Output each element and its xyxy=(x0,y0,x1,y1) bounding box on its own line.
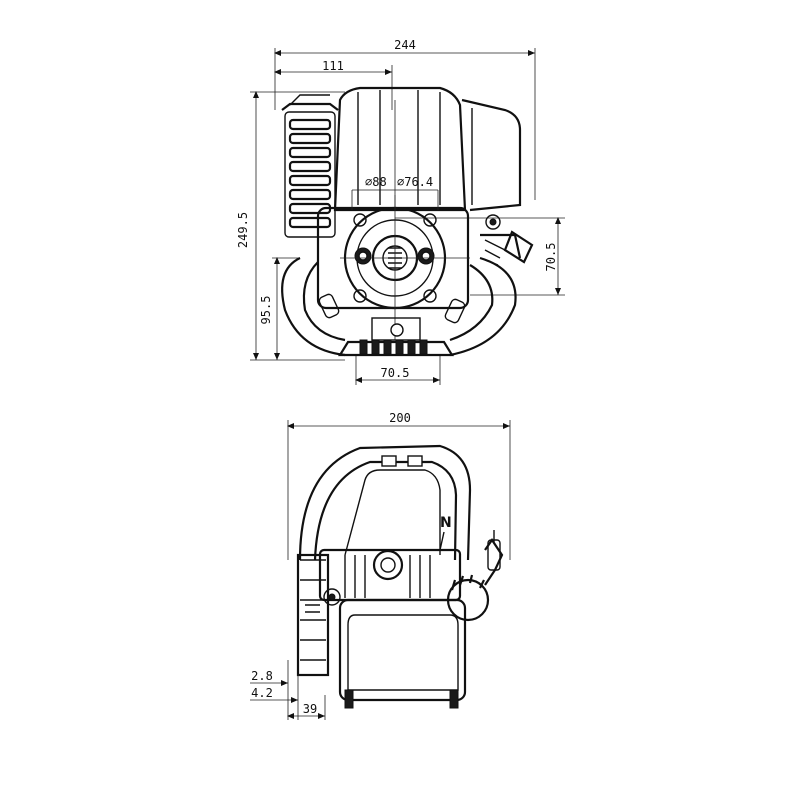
dim-label-39: 39 xyxy=(303,702,317,716)
direction-arrow xyxy=(439,531,445,551)
handle-loop xyxy=(298,444,472,561)
spark-plug-cap xyxy=(446,530,504,622)
base-foot xyxy=(338,317,454,357)
dim-overall-width-244: 244 xyxy=(274,38,536,200)
dim-base-width-70-5: 70.5 xyxy=(355,355,441,385)
dim-lower-height-95-5: 95.5 xyxy=(259,257,300,360)
left-fittings xyxy=(305,588,341,613)
dim-label-d76-4: ⌀76.4 xyxy=(397,175,433,189)
dim-label-2-8: 2.8 xyxy=(251,669,273,683)
side-fittings xyxy=(480,214,534,266)
engine-body xyxy=(333,86,522,212)
dim-side-height-70-5: 70.5 xyxy=(395,217,565,296)
engine-body-side xyxy=(296,548,462,677)
fuel-tank xyxy=(338,598,467,709)
dim-label-70-5-base: 70.5 xyxy=(381,366,410,380)
dim-label-111: 111 xyxy=(322,59,344,73)
side-view: 200 N xyxy=(250,411,511,720)
dim-label-244: 244 xyxy=(394,38,416,52)
direction-letter-n: N xyxy=(440,515,452,531)
dim-label-d88: ⌀88 xyxy=(365,175,387,189)
recoil-starter xyxy=(316,195,470,340)
diameter-labels: ⌀88 ⌀76.4 xyxy=(351,175,439,210)
dim-label-95-5: 95.5 xyxy=(259,296,273,325)
fin-slots xyxy=(288,118,332,229)
lower-shroud xyxy=(281,256,517,357)
dim-offsets: 2.8 4.2 39 xyxy=(250,660,326,720)
front-view: 244 111 249.5 95.5 70.5 xyxy=(236,38,565,385)
dim-label-4-2: 4.2 xyxy=(251,686,273,700)
dim-label-70-5-side: 70.5 xyxy=(544,243,558,272)
dim-total-height-249-5: 249.5 xyxy=(236,91,345,361)
dim-overall-width-200: 200 xyxy=(287,411,511,560)
dim-label-249-5: 249.5 xyxy=(236,212,250,248)
dim-label-200: 200 xyxy=(389,411,411,425)
cooling-fins xyxy=(281,94,339,238)
